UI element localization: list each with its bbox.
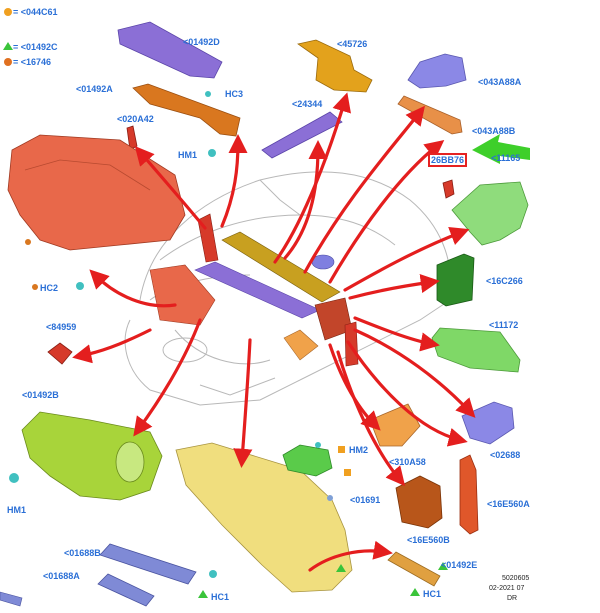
- label-16E560B[interactable]: <16E560B: [407, 535, 450, 545]
- part-01492B[interactable]: [21, 411, 163, 501]
- legend-item-2: = <01492C: [13, 42, 58, 52]
- label-HM2[interactable]: HM2: [349, 445, 369, 455]
- label-84959[interactable]: <84959: [46, 322, 77, 332]
- label-01691[interactable]: <01691: [350, 495, 381, 505]
- label-01688A[interactable]: <01688A: [43, 571, 80, 581]
- label-01688B[interactable]: <01688B: [64, 548, 101, 558]
- label-043A88A[interactable]: <043A88A: [478, 77, 522, 87]
- part-11172[interactable]: [431, 327, 521, 373]
- legend-item-3: = <16746: [13, 57, 52, 67]
- footer-code: 5020605: [502, 575, 530, 582]
- label-45726[interactable]: <45726: [337, 39, 368, 49]
- label-01492D[interactable]: <01492D: [183, 37, 220, 47]
- label-HM1-bottom[interactable]: HM1: [7, 505, 27, 515]
- part-45726[interactable]: [297, 39, 373, 93]
- part-01688A[interactable]: [97, 573, 155, 607]
- label-HC3[interactable]: HC3: [225, 89, 244, 99]
- part-dash-panel[interactable]: [175, 442, 353, 593]
- part-heat-shield-left[interactable]: [7, 134, 186, 251]
- part-small-left-bottom: [0, 591, 23, 607]
- highlighted-part-number[interactable]: 26BB76: [427, 153, 468, 167]
- part-11165[interactable]: [451, 181, 529, 246]
- part-310A58[interactable]: [369, 403, 421, 447]
- part-043A88B[interactable]: [397, 95, 463, 135]
- label-310A58[interactable]: <310A58: [389, 457, 426, 467]
- label-11165[interactable]: <11165: [491, 153, 521, 163]
- label-01492B[interactable]: <01492B: [22, 390, 59, 400]
- label-01492E[interactable]: <01492E: [441, 560, 478, 570]
- part-16E560B[interactable]: [395, 475, 443, 529]
- label-16C266[interactable]: <16C266: [486, 276, 523, 286]
- label-01492A[interactable]: <01492A: [76, 84, 113, 94]
- hardware-markers: [3, 8, 448, 598]
- label-16E560A[interactable]: <16E560A: [487, 499, 530, 509]
- part-01492A[interactable]: [132, 83, 241, 137]
- highlight-arrow: [472, 134, 530, 164]
- label-02688[interactable]: <02688: [490, 450, 521, 460]
- label-043A88B[interactable]: <043A88B: [472, 126, 516, 136]
- part-16E560A[interactable]: [459, 454, 479, 535]
- part-HM2-bracket[interactable]: [282, 444, 333, 477]
- label-HC2[interactable]: HC2: [40, 283, 59, 293]
- part-01492E[interactable]: [387, 551, 441, 587]
- part-26BB76[interactable]: [442, 179, 455, 199]
- label-11172[interactable]: <11172: [489, 320, 519, 330]
- label-HM1-top[interactable]: HM1: [178, 150, 198, 160]
- label-HC1-left[interactable]: HC1: [211, 592, 230, 602]
- label-26BB76[interactable]: 26BB76: [427, 153, 468, 167]
- part-01492D[interactable]: [117, 21, 223, 79]
- legend-item-1: = <044C61: [13, 7, 58, 17]
- footer-date: 02-2021 07: [489, 585, 525, 592]
- part-02688[interactable]: [461, 401, 515, 445]
- footer-region: DR: [507, 595, 518, 602]
- label-24344[interactable]: <24344: [292, 99, 323, 109]
- part-043A88A[interactable]: [407, 53, 467, 89]
- label-020A42[interactable]: <020A42: [117, 114, 154, 124]
- callout-arrows: [72, 92, 476, 572]
- part-24344[interactable]: [261, 111, 343, 159]
- part-16C266[interactable]: [436, 253, 475, 307]
- part-01688B[interactable]: [99, 543, 197, 585]
- part-84959[interactable]: [47, 342, 73, 365]
- label-HC1-right[interactable]: HC1: [423, 589, 442, 599]
